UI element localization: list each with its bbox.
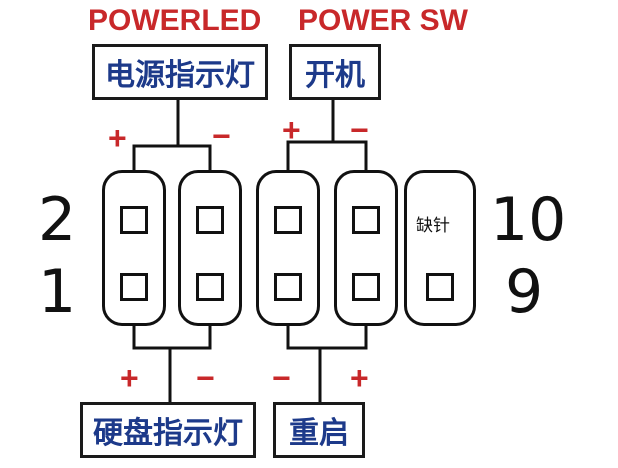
pin-2-hole — [120, 206, 148, 234]
pin-number-1: 1 — [38, 257, 77, 327]
pin-number-10: 10 — [490, 185, 567, 255]
power-switch-minus-sign: − — [350, 112, 369, 148]
power-led-minus-sign: − — [212, 118, 231, 154]
hdd-led-plus-sign: + — [120, 360, 139, 396]
pin-6-hole — [274, 206, 302, 234]
hdd-led-minus-sign: − — [196, 360, 215, 396]
power-led-label: 电源指示灯 — [92, 44, 268, 100]
power-led-plus-sign: + — [108, 120, 127, 156]
power-switch-plus-sign: + — [282, 112, 301, 148]
reset-minus-sign: − — [272, 360, 291, 396]
pin-column-1 — [102, 170, 166, 326]
pin-1-hole — [120, 273, 148, 301]
hdd-led-label: 硬盘指示灯 — [80, 402, 256, 458]
powerled-title: POWERLED — [88, 4, 262, 37]
pin-column-2 — [178, 170, 242, 326]
power-sw-title: POWER SW — [298, 4, 468, 37]
pin-column-5: 缺针 — [404, 170, 476, 326]
missing-pin-label: 缺针 — [416, 216, 450, 236]
reset-plus-sign: + — [350, 360, 369, 396]
power-switch-label: 开机 — [289, 44, 381, 100]
pin-number-2: 2 — [38, 185, 77, 255]
pin-9-hole — [426, 273, 454, 301]
reset-label: 重启 — [273, 402, 365, 458]
pin-5-hole — [274, 273, 302, 301]
pin-column-4 — [334, 170, 398, 326]
pin-3-hole — [196, 273, 224, 301]
pin-4-hole — [196, 206, 224, 234]
pin-7-hole — [352, 273, 380, 301]
pin-8-hole — [352, 206, 380, 234]
pin-number-9: 9 — [505, 257, 544, 327]
pin-column-3 — [256, 170, 320, 326]
